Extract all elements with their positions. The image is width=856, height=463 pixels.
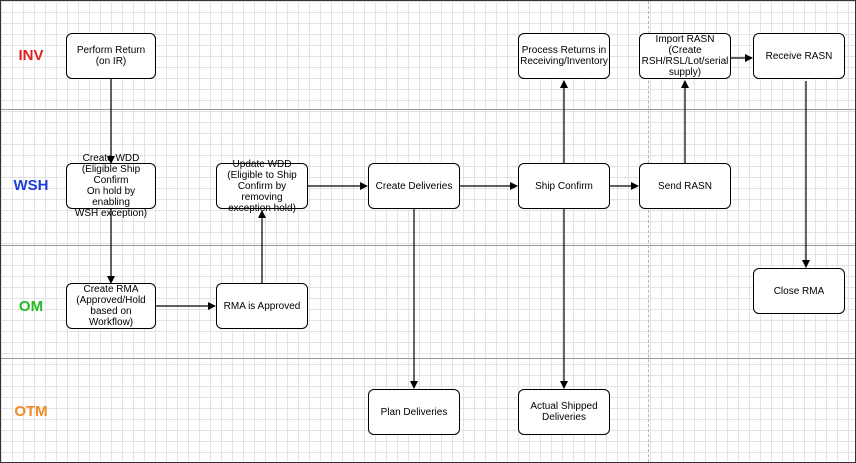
node-send-rasn: Send RASN (639, 163, 731, 209)
lane-label-wsh: WSH (13, 177, 49, 194)
lane-divider (1, 245, 855, 246)
node-ship-confirm: Ship Confirm (518, 163, 610, 209)
lane-divider (1, 358, 855, 359)
node-rma-approved: RMA is Approved (216, 283, 308, 329)
node-create-deliveries: Create Deliveries (368, 163, 460, 209)
lane-divider (1, 109, 855, 110)
lane-label-otm: OTM (14, 403, 48, 420)
dashed-divider (648, 1, 649, 462)
node-plan-deliveries: Plan Deliveries (368, 389, 460, 435)
lane-label-om: OM (18, 298, 44, 315)
node-perform-return: Perform Return(on IR) (66, 33, 156, 79)
lane-label-inv: INV (18, 47, 44, 64)
node-close-rma: Close RMA (753, 268, 845, 314)
node-receive-rasn: Receive RASN (753, 33, 845, 79)
